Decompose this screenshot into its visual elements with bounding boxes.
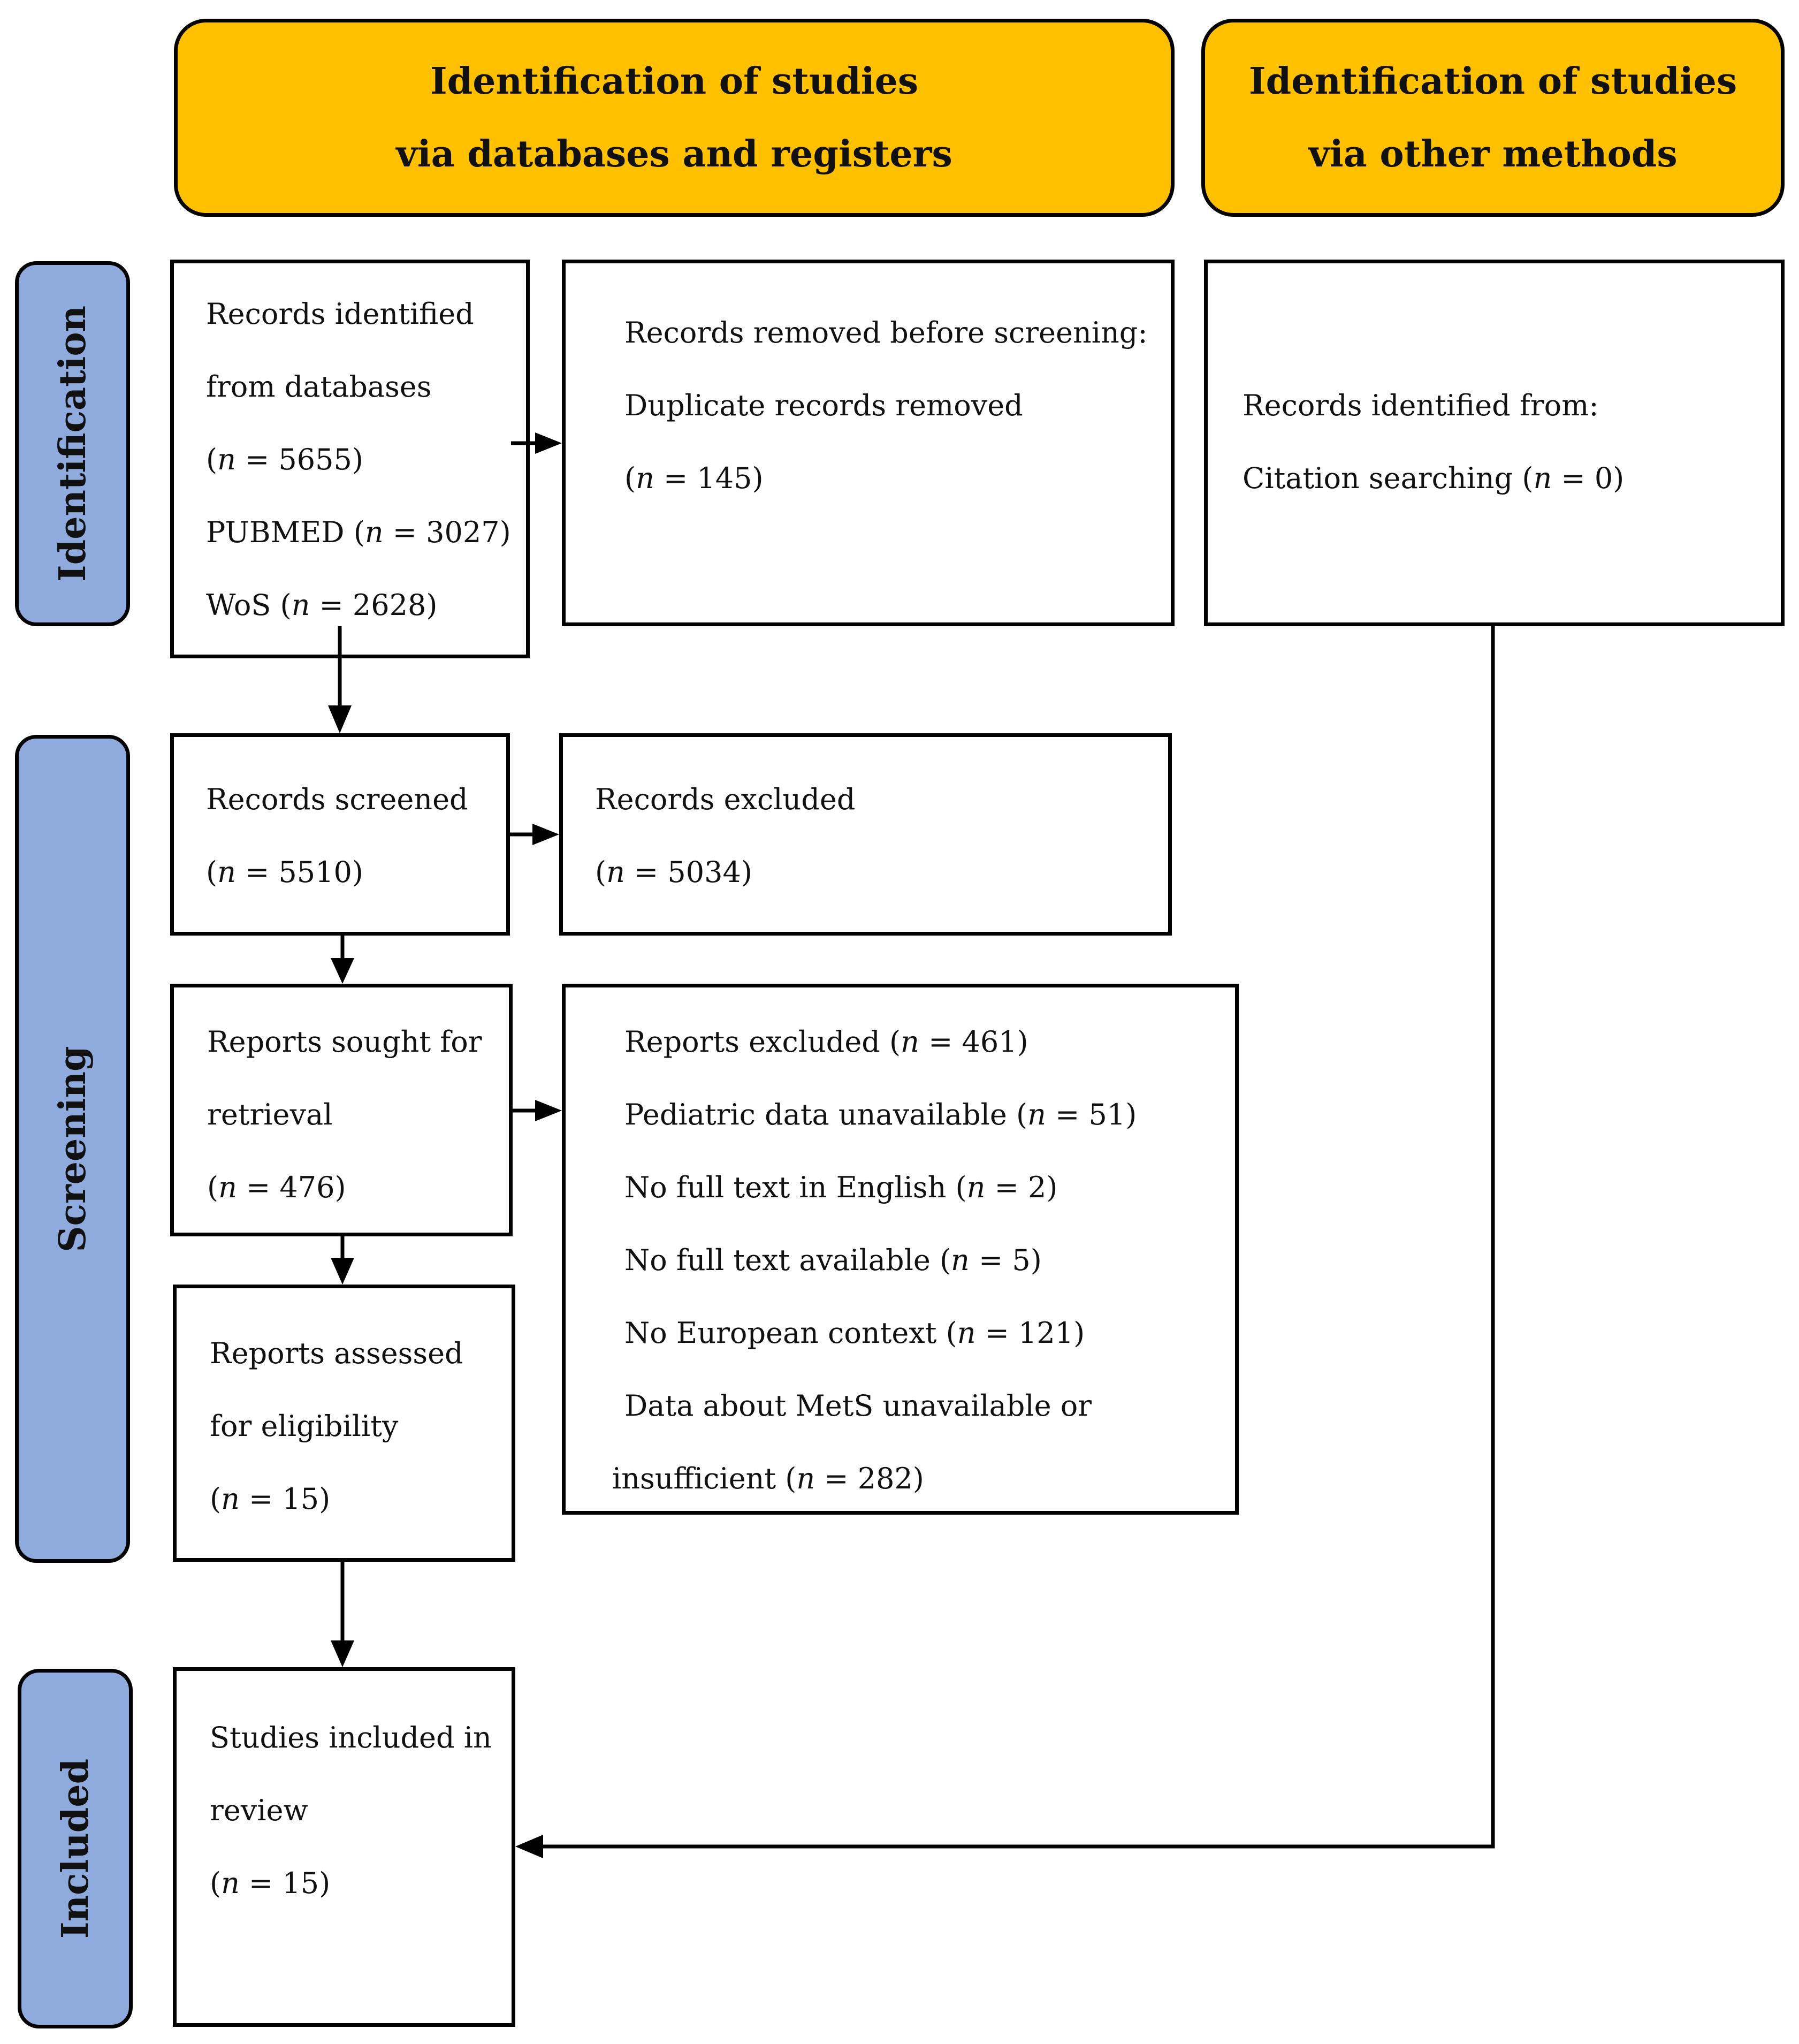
records-screened-count: (n = 5510) [206,855,363,889]
header-databases-line-2: via databases and registers [396,133,952,176]
arrowhead-assessed [331,1258,354,1285]
records-excluded-count: (n = 5034) [595,855,752,889]
reports-assessed-count: (n = 15) [210,1482,331,1516]
records-identified-wos: WoS (n = 2628) [206,588,438,622]
arrowhead-included [331,1640,354,1667]
phase-screening: Screening [15,735,130,1563]
box-records-identified: Records identified from databases (n = 5… [170,260,530,658]
reports-excluded-fulltext: No full text available (n = 5) [624,1243,1042,1277]
records-screened-line-1: Records screened [206,782,468,816]
box-reports-excluded: Reports excluded (n = 461) Pediatric dat… [562,984,1239,1515]
arrowhead-other-included [515,1835,543,1858]
records-identified-line-1: Records identified [206,297,474,331]
records-excluded-line-1: Records excluded [595,782,856,816]
reports-assessed-line-2: for eligibility [210,1409,399,1443]
header-databases: Identification of studies via databases … [174,19,1175,217]
header-other-methods: Identification of studies via other meth… [1201,19,1785,217]
reports-excluded-english: No full text in English (n = 2) [624,1171,1058,1204]
studies-included-count: (n = 15) [210,1866,331,1900]
reports-sought-line-1: Reports sought for [207,1025,482,1059]
header-other-line-2: via other methods [1308,133,1678,176]
header-other-line-1: Identification of studies [1248,60,1737,103]
header-databases-line-1: Identification of studies [430,60,919,103]
arrowhead-excluded [532,824,559,845]
studies-included-line-2: review [210,1794,308,1827]
phase-included: Included [18,1669,133,2028]
studies-included-line-1: Studies included in [210,1721,492,1754]
records-identified-line-2: from databases [206,370,432,404]
reports-sought-line-2: retrieval [207,1098,333,1131]
arrowhead-removed [535,432,562,454]
reports-excluded-total: Reports excluded (n = 461) [624,1025,1028,1059]
records-removed-line-1: Records removed before screening: [624,316,1148,349]
arrowhead-reports-excluded [535,1100,562,1121]
box-records-excluded: Records excluded (n = 5034) [559,733,1172,936]
reports-excluded-pediatric: Pediatric data unavailable (n = 51) [624,1098,1137,1131]
reports-excluded-mets-line-2: insufficient (n = 282) [612,1462,924,1495]
other-identified-line-1: Records identified from: [1242,389,1599,422]
arrowhead-screened [328,705,352,733]
records-identified-pubmed: PUBMED (n = 3027) [206,515,511,549]
records-identified-total: (n = 5655) [206,443,363,476]
records-removed-line-2: Duplicate records removed [624,389,1023,422]
reports-excluded-mets-line-1: Data about MetS unavailable or [624,1389,1092,1423]
reports-excluded-european: No European context (n = 121) [624,1316,1085,1350]
box-other-identified: Records identified from: Citation search… [1204,260,1785,626]
arrowhead-sought [331,958,354,984]
box-records-screened: Records screened (n = 5510) [170,733,510,936]
other-identified-line-2: Citation searching (n = 0) [1242,461,1625,495]
box-studies-included: Studies included in review (n = 15) [173,1667,515,2027]
box-reports-sought: Reports sought for retrieval (n = 476) [170,984,513,1236]
box-records-removed: Records removed before screening: Duplic… [562,260,1175,626]
reports-sought-count: (n = 476) [207,1171,346,1204]
connector-other-to-included [543,626,1495,1849]
records-removed-count: (n = 145) [624,461,764,495]
phase-identification: Identification [15,261,130,626]
box-reports-assessed: Reports assessed for eligibility (n = 15… [173,1285,515,1562]
reports-assessed-line-1: Reports assessed [210,1336,463,1370]
